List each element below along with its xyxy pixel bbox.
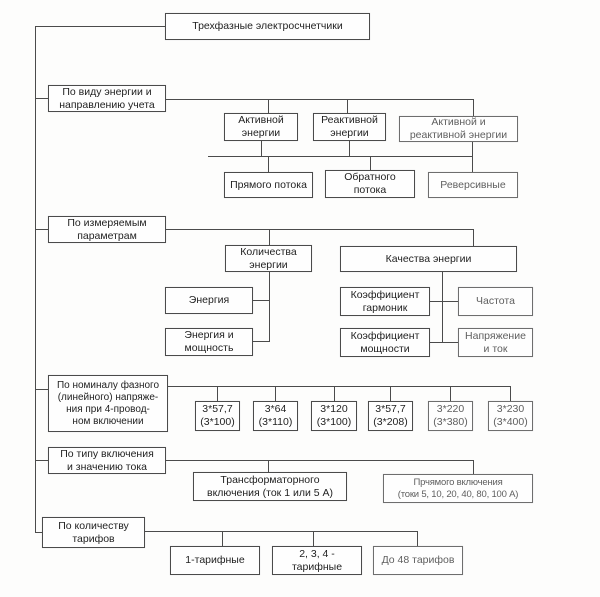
node-category-tariff-count: По количеству тарифов xyxy=(42,517,145,548)
connector-drop xyxy=(473,99,474,116)
connector-drop xyxy=(269,229,270,245)
node-frequency: Частота xyxy=(458,287,533,316)
connector-stub-connection xyxy=(35,460,48,461)
connector-drop xyxy=(390,386,391,401)
node-voltage-current: Напряжение и ток xyxy=(458,328,533,357)
node-energy-power: Энергия и мощность xyxy=(165,328,253,356)
connector-trunk-quality xyxy=(442,272,443,342)
node-root: Трехфазные электросчнетчики xyxy=(165,13,370,40)
connector-drop xyxy=(217,386,218,401)
connector-drop xyxy=(268,460,269,473)
connector-stub xyxy=(442,301,458,302)
node-voltage-v6: 3*230 (3*400) xyxy=(488,401,533,431)
connector-drop xyxy=(472,142,473,172)
node-voltage-v2: 3*64 (3*110) xyxy=(253,401,298,431)
node-harmonics-coefficient: Коэффициент гармоник xyxy=(340,287,430,316)
connector-drop xyxy=(275,386,276,401)
connector-stub xyxy=(430,301,442,302)
connector-stub-voltage xyxy=(35,389,48,390)
connector-drop xyxy=(268,156,269,172)
node-tariff-upto48: До 48 тарифов xyxy=(373,546,463,575)
connector-drop xyxy=(370,156,371,170)
node-reactive-energy: Реактивной энергии xyxy=(313,113,386,141)
connector-stub xyxy=(442,342,458,343)
connector-stub-measured xyxy=(35,229,48,230)
node-direct-connection: Прчямого включения (токи 5, 10, 20, 40, … xyxy=(383,474,533,503)
connector-drop xyxy=(473,229,474,246)
connector-root xyxy=(35,26,165,27)
connector-drop xyxy=(473,460,474,475)
node-transformer-connection: Трансформаторного включения (ток 1 или 5… xyxy=(193,472,347,501)
connector-drop xyxy=(510,386,511,401)
connector-bus-connection xyxy=(166,460,473,461)
node-energy-quantity: Количества энергии xyxy=(225,245,312,272)
node-energy: Энергия xyxy=(165,287,253,314)
connector-stub xyxy=(430,342,442,343)
connector-bus-measured xyxy=(166,229,473,230)
node-reverse-flow: Обратного потока xyxy=(325,170,415,198)
node-category-connection-type: По типу включения и значению тока xyxy=(48,447,166,474)
node-category-voltage-rating: По номиналу фазного (линейного) напряже-… xyxy=(48,375,168,432)
connector-bus-voltage xyxy=(168,386,510,387)
node-tariff-multi: 2, 3, 4 - тарифные xyxy=(272,546,362,575)
node-power-factor: Коэффициент мощности xyxy=(340,328,430,357)
node-reversible: Реверсивные xyxy=(428,172,518,198)
connector-drop xyxy=(347,99,348,113)
connector-stub xyxy=(253,300,269,301)
connector-stub xyxy=(253,341,269,342)
node-tariff-one: 1-тарифные xyxy=(170,546,260,575)
node-category-measured-params: По измеряемым параметрам xyxy=(48,216,166,243)
connector-stub-energy-type xyxy=(35,98,48,99)
connector-drop xyxy=(268,99,269,113)
connector-drop xyxy=(450,386,451,401)
connector-spine xyxy=(35,26,36,532)
connector-stub-tariffs xyxy=(35,532,42,533)
connector-drop xyxy=(313,531,314,547)
connector-bus-flow xyxy=(208,156,473,157)
node-energy-quality: Качества энергии xyxy=(340,246,517,272)
node-direct-flow: Прямого потока xyxy=(224,172,313,198)
connector-drop xyxy=(334,386,335,401)
connector-drop xyxy=(349,141,350,156)
connector-drop xyxy=(417,531,418,547)
node-voltage-v1: 3*57,7 (3*100) xyxy=(195,401,240,431)
node-voltage-v3: 3*120 (3*100) xyxy=(311,401,357,431)
node-active-energy: Активной энергии xyxy=(224,113,298,141)
node-voltage-v4: 3*57,7 (3*208) xyxy=(368,401,413,431)
node-voltage-v5: 3*220 (3*380) xyxy=(428,401,473,431)
node-active-reactive-energy: Активной и реактивной энергии xyxy=(399,116,518,142)
connector-bus-energy-type xyxy=(166,99,473,100)
node-category-energy-type: По виду энергии и направлению учета xyxy=(48,85,166,112)
connector-drop xyxy=(261,141,262,156)
connector-drop xyxy=(222,531,223,547)
connector-trunk-quantity xyxy=(269,272,270,342)
connector-bus-tariffs xyxy=(145,531,417,532)
